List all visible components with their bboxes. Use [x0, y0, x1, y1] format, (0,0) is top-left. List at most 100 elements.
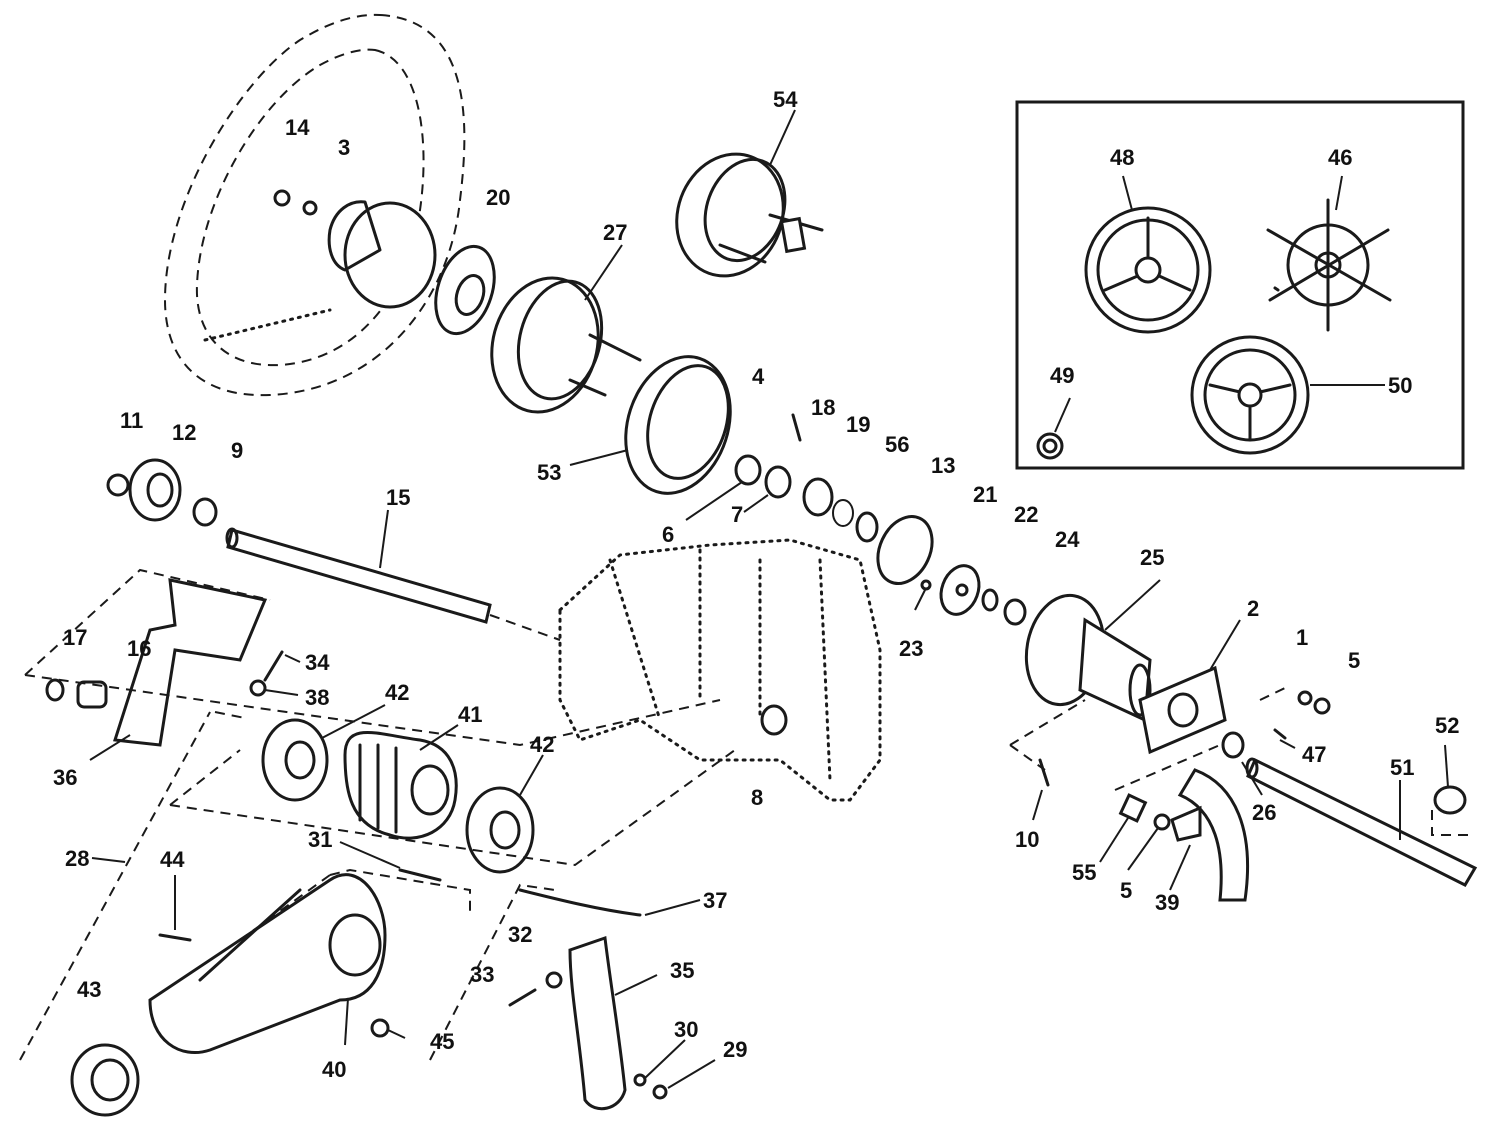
callout-48: 48 — [1110, 145, 1134, 170]
pin-23 — [920, 579, 932, 591]
callout-38: 38 — [305, 685, 329, 710]
leader-lines — [89, 109, 1449, 1089]
gear-12 — [128, 458, 182, 522]
alignment-lines — [19, 568, 1475, 1061]
shaft-51 — [1245, 757, 1478, 887]
callout-52: 52 — [1435, 713, 1459, 738]
gear-18 — [802, 477, 834, 517]
plate-2 — [1138, 665, 1227, 755]
steering-wheel-outline — [163, 13, 466, 397]
callout-42-right: 42 — [530, 732, 554, 757]
gear-56 — [855, 511, 879, 543]
callout-15: 15 — [386, 485, 410, 510]
callout-55: 55 — [1072, 860, 1096, 885]
washer-30 — [633, 1073, 647, 1087]
disc-20 — [434, 244, 496, 336]
ring-53 — [624, 355, 732, 495]
pin-4 — [791, 413, 802, 442]
nut-45 — [370, 1018, 390, 1038]
callout-22: 22 — [1014, 502, 1038, 527]
cup-54 — [675, 152, 824, 278]
washer-24 — [1003, 598, 1027, 626]
bolt-33 — [508, 988, 537, 1007]
callout-labels: 54 14 3 20 27 48 46 49 50 4 18 19 56 13 … — [53, 87, 1459, 1082]
nut-43 — [70, 1043, 140, 1117]
bolt-44 — [158, 933, 192, 942]
wheel-50 — [1190, 335, 1310, 455]
callout-24: 24 — [1055, 527, 1080, 552]
callout-6: 6 — [662, 522, 674, 547]
callout-46: 46 — [1328, 145, 1352, 170]
washer-11 — [106, 473, 130, 497]
callout-18: 18 — [811, 395, 835, 420]
callout-34: 34 — [305, 650, 330, 675]
callout-30: 30 — [674, 1017, 698, 1042]
callout-16: 16 — [127, 636, 151, 661]
callout-19: 19 — [846, 412, 870, 437]
callout-47: 47 — [1302, 742, 1326, 767]
callout-53: 53 — [537, 460, 561, 485]
callout-56: 56 — [885, 432, 909, 457]
callout-23: 23 — [899, 636, 923, 661]
callout-13: 13 — [931, 453, 955, 478]
bushing-26 — [1221, 731, 1245, 759]
callout-5-lower: 5 — [1120, 878, 1132, 903]
washer-17 — [45, 678, 65, 702]
callout-12: 12 — [172, 420, 196, 445]
callout-17: 17 — [63, 625, 87, 650]
callout-9: 9 — [231, 438, 243, 463]
bolt-10 — [1038, 758, 1050, 787]
nut-29 — [652, 1084, 668, 1100]
nut-14 — [273, 189, 291, 207]
pin-47 — [1273, 728, 1287, 740]
bearing-7 — [764, 465, 792, 499]
nut-55 — [1118, 793, 1148, 823]
callout-20: 20 — [486, 185, 510, 210]
callout-5-right: 5 — [1348, 648, 1360, 673]
bushing-16 — [76, 680, 108, 709]
callout-50: 50 — [1388, 373, 1412, 398]
callout-36: 36 — [53, 765, 77, 790]
bolt-34 — [263, 650, 284, 682]
callout-14: 14 — [285, 115, 310, 140]
callout-28: 28 — [65, 846, 89, 871]
gear-housing-40 — [148, 873, 387, 1055]
callout-26: 26 — [1252, 800, 1276, 825]
callout-25: 25 — [1140, 545, 1164, 570]
cable-37 — [518, 888, 642, 917]
callout-41: 41 — [458, 702, 482, 727]
callout-7: 7 — [731, 502, 743, 527]
callout-45: 45 — [430, 1029, 454, 1054]
callout-21: 21 — [973, 482, 997, 507]
callout-35: 35 — [670, 958, 694, 983]
bearing-42-left — [261, 718, 329, 802]
wheel-48 — [1084, 206, 1212, 334]
callout-31: 31 — [308, 827, 332, 852]
callout-8: 8 — [751, 785, 763, 810]
washer-19 — [832, 499, 854, 527]
callout-54: 54 — [773, 87, 798, 112]
callout-2: 2 — [1247, 596, 1259, 621]
washer-32 — [545, 971, 563, 989]
alternate-wheels-inset — [1015, 100, 1465, 470]
bracket-36 — [113, 578, 268, 747]
bearing-42-right — [465, 786, 535, 874]
callout-43: 43 — [77, 977, 101, 1002]
housing-27 — [490, 276, 642, 414]
cap-52 — [1433, 785, 1467, 815]
nut-38 — [249, 679, 267, 697]
callout-37: 37 — [703, 888, 727, 913]
quadrant-arm-39 — [1170, 768, 1250, 902]
callout-27: 27 — [603, 220, 627, 245]
callout-42-left: 42 — [385, 680, 409, 705]
callout-3: 3 — [338, 135, 350, 160]
washer-21 — [939, 564, 981, 616]
washer-6 — [734, 454, 762, 486]
lever-35 — [568, 935, 627, 1111]
callout-51: 51 — [1390, 755, 1414, 780]
callout-1: 1 — [1296, 625, 1308, 650]
wheel-46 — [1266, 198, 1392, 332]
callout-44: 44 — [160, 847, 185, 872]
nut-5-lower — [1153, 813, 1171, 831]
